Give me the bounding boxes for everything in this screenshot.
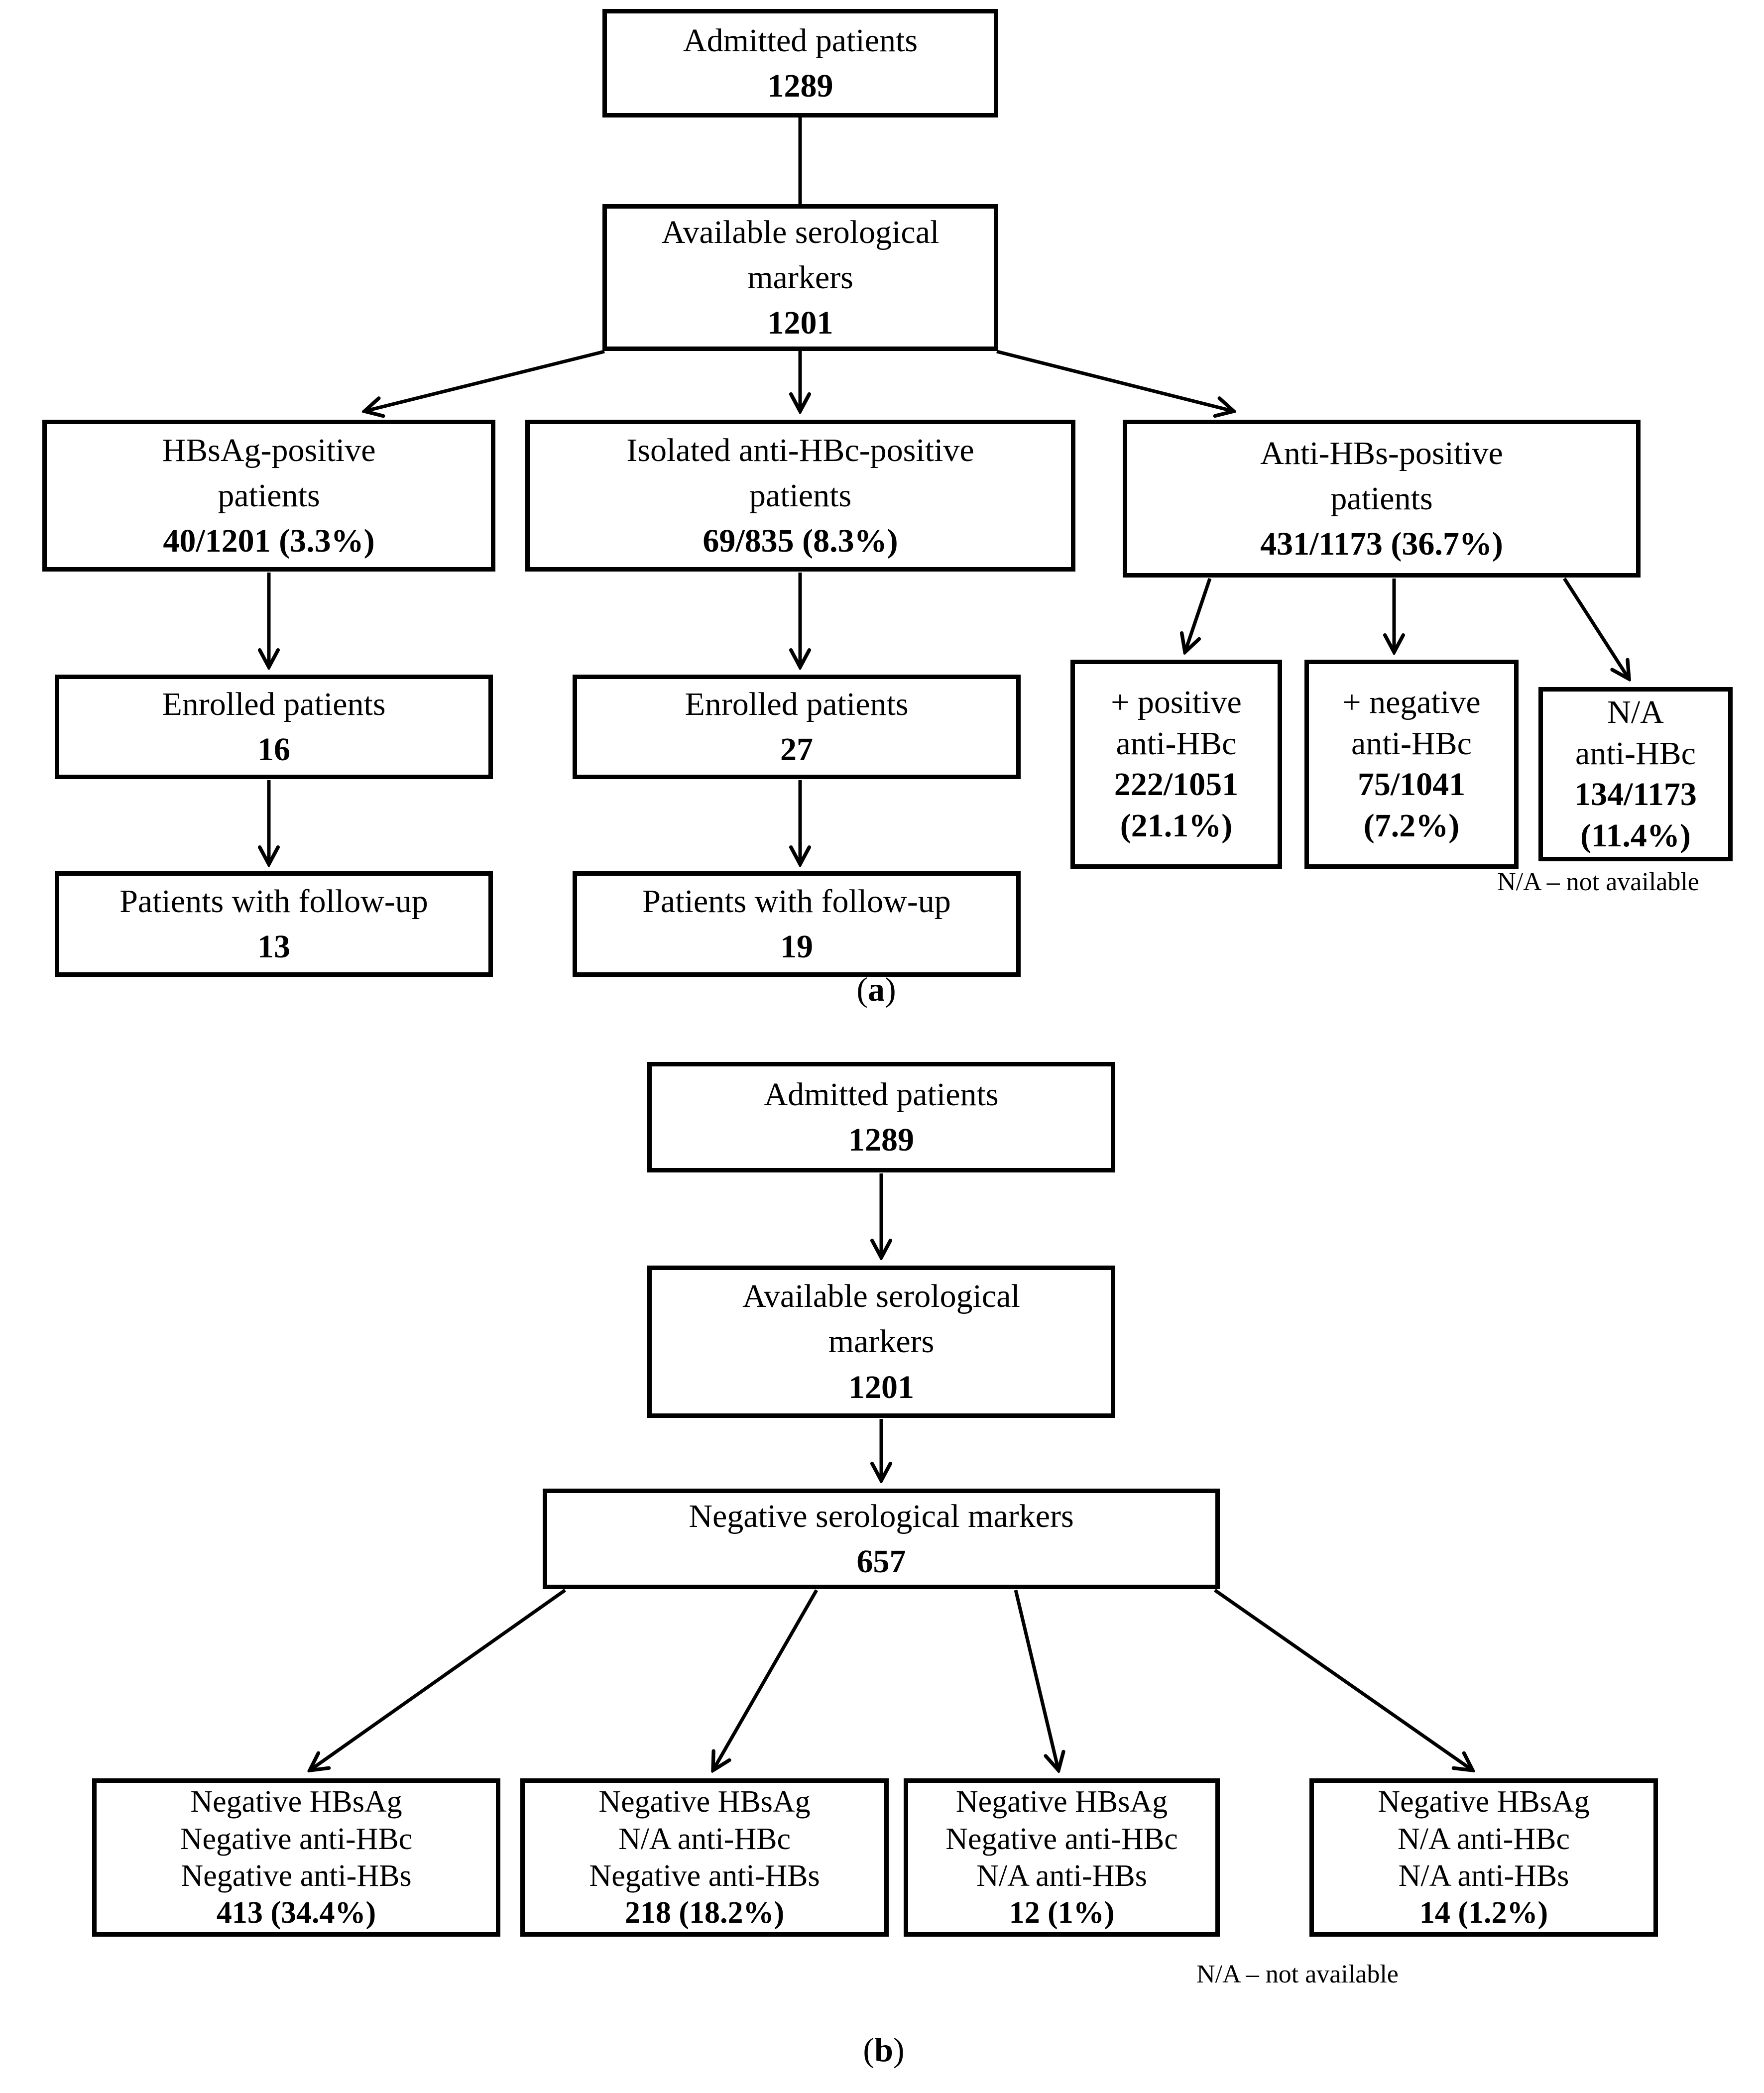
box-value: (21.1%) <box>1120 807 1233 844</box>
panel-label-b-close-paren: ) <box>893 2031 905 2069</box>
box-text-line: Negative HBsAg <box>955 1785 1168 1819</box>
arrow-b-negative-to-box1 <box>310 1589 567 1770</box>
box-b-neg-hbsag-neg-antihbc-na-antihbs: Negative HBsAg Negative anti-HBc N/A ant… <box>904 1778 1220 1937</box>
box-value: 69/835 (8.3%) <box>703 523 898 560</box>
box-b-negative-serological-markers: Negative serological markers 657 <box>543 1489 1220 1589</box>
box-a-hbsag-positive-patients: HBsAg-positive patients 40/1201 (3.3%) <box>42 420 495 572</box>
box-value: 40/1201 (3.3%) <box>163 523 375 560</box>
box-value: 1201 <box>767 305 833 342</box>
panel-label-a-close-paren: ) <box>885 970 896 1008</box>
panel-label-b-letter: b <box>874 2031 893 2069</box>
box-value: 1201 <box>848 1369 914 1405</box>
box-a-isolated-anti-hbc-positive-patients: Isolated anti-HBc-positive patients 69/8… <box>525 420 1075 572</box>
box-text-line: Available serological <box>661 214 940 250</box>
box-text-line: + negative <box>1342 684 1481 720</box>
box-a-negative-anti-hbc: + negative anti-HBc 75/1041 (7.2%) <box>1304 660 1519 869</box>
box-text-line: N/A anti-HBc <box>1397 1822 1570 1856</box>
box-text-line: patients <box>749 477 852 514</box>
arrow-b-negative-to-box4 <box>1213 1589 1473 1770</box>
box-value: 413 (34.4%) <box>216 1896 376 1930</box>
panel-label-a-letter: a <box>868 970 885 1008</box>
box-text-line: Negative serological markers <box>689 1498 1074 1534</box>
box-b-neg-hbsag-neg-antihbc-neg-antihbs: Negative HBsAg Negative anti-HBc Negativ… <box>92 1778 500 1937</box>
box-value: 27 <box>780 731 813 768</box>
box-value: 222/1051 <box>1114 766 1239 803</box>
arrow-a-antihbs-to-positive-antihbc <box>1185 578 1212 652</box>
na-note-panel-b: N/A – not available <box>1196 1960 1399 1988</box>
box-value: 657 <box>856 1543 906 1580</box>
box-text-line: Anti-HBs-positive <box>1260 435 1503 471</box>
box-a-enrolled-patients-hbsag: Enrolled patients 16 <box>55 675 493 779</box>
panel-label-b: (b) <box>784 2030 983 2070</box>
box-a-followup-hbsag: Patients with follow-up 13 <box>55 871 493 977</box>
box-value: (11.4%) <box>1580 817 1691 854</box>
box-text-line: N/A anti-HBs <box>976 1859 1147 1893</box>
box-text-line: anti-HBc <box>1116 725 1237 762</box>
box-text-line: patients <box>218 477 320 514</box>
panel-label-a: (a) <box>777 970 976 1009</box>
box-a-na-anti-hbc: N/A anti-HBc 134/1173 (11.4%) <box>1538 687 1733 861</box>
box-text-line: anti-HBc <box>1351 725 1472 762</box>
box-value: 19 <box>780 929 813 965</box>
box-text-line: Negative HBsAg <box>190 1785 402 1819</box>
box-a-admitted-patients: Admitted patients 1289 <box>602 9 998 117</box>
panel-label-a-open-paren: ( <box>856 970 868 1008</box>
arrow-b-negative-to-box2 <box>713 1589 819 1770</box>
na-note-panel-a: N/A – not available <box>1497 868 1699 896</box>
box-value: 14 (1.2%) <box>1419 1896 1548 1930</box>
arrow-b-negative-to-box3 <box>1014 1590 1058 1770</box>
box-text-line: N/A anti-HBs <box>1398 1859 1569 1893</box>
box-text-line: Patients with follow-up <box>642 883 951 920</box>
box-value: 75/1041 <box>1357 766 1466 803</box>
box-value: 13 <box>257 929 290 965</box>
box-a-available-serological-markers: Available serological markers 1201 <box>602 204 998 351</box>
box-text-line: markers <box>828 1323 935 1360</box>
box-text-line: Negative anti-HBc <box>945 1822 1178 1856</box>
box-a-positive-anti-hbc: + positive anti-HBc 222/1051 (21.1%) <box>1070 660 1282 869</box>
box-value: 16 <box>257 731 290 768</box>
box-text-line: N/A anti-HBc <box>618 1822 791 1856</box>
box-text-line: Patients with follow-up <box>119 883 428 920</box>
panel-label-b-open-paren: ( <box>863 2031 875 2069</box>
box-b-neg-hbsag-na-antihbc-neg-antihbs: Negative HBsAg N/A anti-HBc Negative ant… <box>520 1778 889 1937</box>
box-text-line: Available serological <box>742 1278 1020 1315</box>
box-text-line: + positive <box>1111 684 1242 720</box>
box-value: 12 (1%) <box>1009 1896 1115 1930</box>
box-text-line: patients <box>1330 480 1433 517</box>
box-text-line: HBsAg-positive <box>162 432 376 468</box>
box-text-line: Isolated anti-HBc-positive <box>626 432 974 468</box>
box-text-line: markers <box>747 259 853 296</box>
box-value: 134/1173 <box>1574 776 1697 813</box>
box-b-available-serological-markers: Available serological markers 1201 <box>647 1266 1115 1418</box>
box-b-neg-hbsag-na-antihbc-na-antihbs: Negative HBsAg N/A anti-HBc N/A anti-HBs… <box>1309 1778 1658 1937</box>
box-text-line: Negative HBsAg <box>598 1785 811 1819</box>
box-a-followup-anti-hbc: Patients with follow-up 19 <box>573 871 1021 977</box>
box-text-line: Negative HBsAg <box>1378 1785 1590 1819</box>
box-a-anti-hbs-positive-patients: Anti-HBs-positive patients 431/1173 (36.… <box>1123 420 1641 578</box>
box-b-admitted-patients: Admitted patients 1289 <box>647 1062 1115 1172</box>
box-text-line: N/A <box>1607 694 1664 730</box>
arrow-a-antihbs-to-na-antihbc <box>1563 578 1629 679</box>
box-text-line: Enrolled patients <box>685 686 909 722</box>
box-text-line: Negative anti-HBs <box>589 1859 820 1893</box>
box-value: 1289 <box>848 1122 914 1158</box>
box-value: 431/1173 (36.7%) <box>1260 526 1503 563</box>
box-text-line: Negative anti-HBs <box>181 1859 412 1893</box>
arrow-a-available-to-antihbs <box>996 349 1234 411</box>
box-a-enrolled-patients-anti-hbc: Enrolled patients 27 <box>573 675 1021 779</box>
box-value: (7.2%) <box>1363 807 1460 844</box>
box-text-line: anti-HBc <box>1575 735 1696 772</box>
box-text-line: Enrolled patients <box>162 686 386 722</box>
box-text-line: Negative anti-HBc <box>180 1822 413 1856</box>
box-value: 1289 <box>767 68 833 104</box>
box-text-line: Admitted patients <box>764 1076 999 1113</box>
box-text-line: Admitted patients <box>683 22 918 59</box>
arrow-a-available-to-hbsag <box>364 349 605 411</box>
box-value: 218 (18.2%) <box>624 1896 785 1930</box>
